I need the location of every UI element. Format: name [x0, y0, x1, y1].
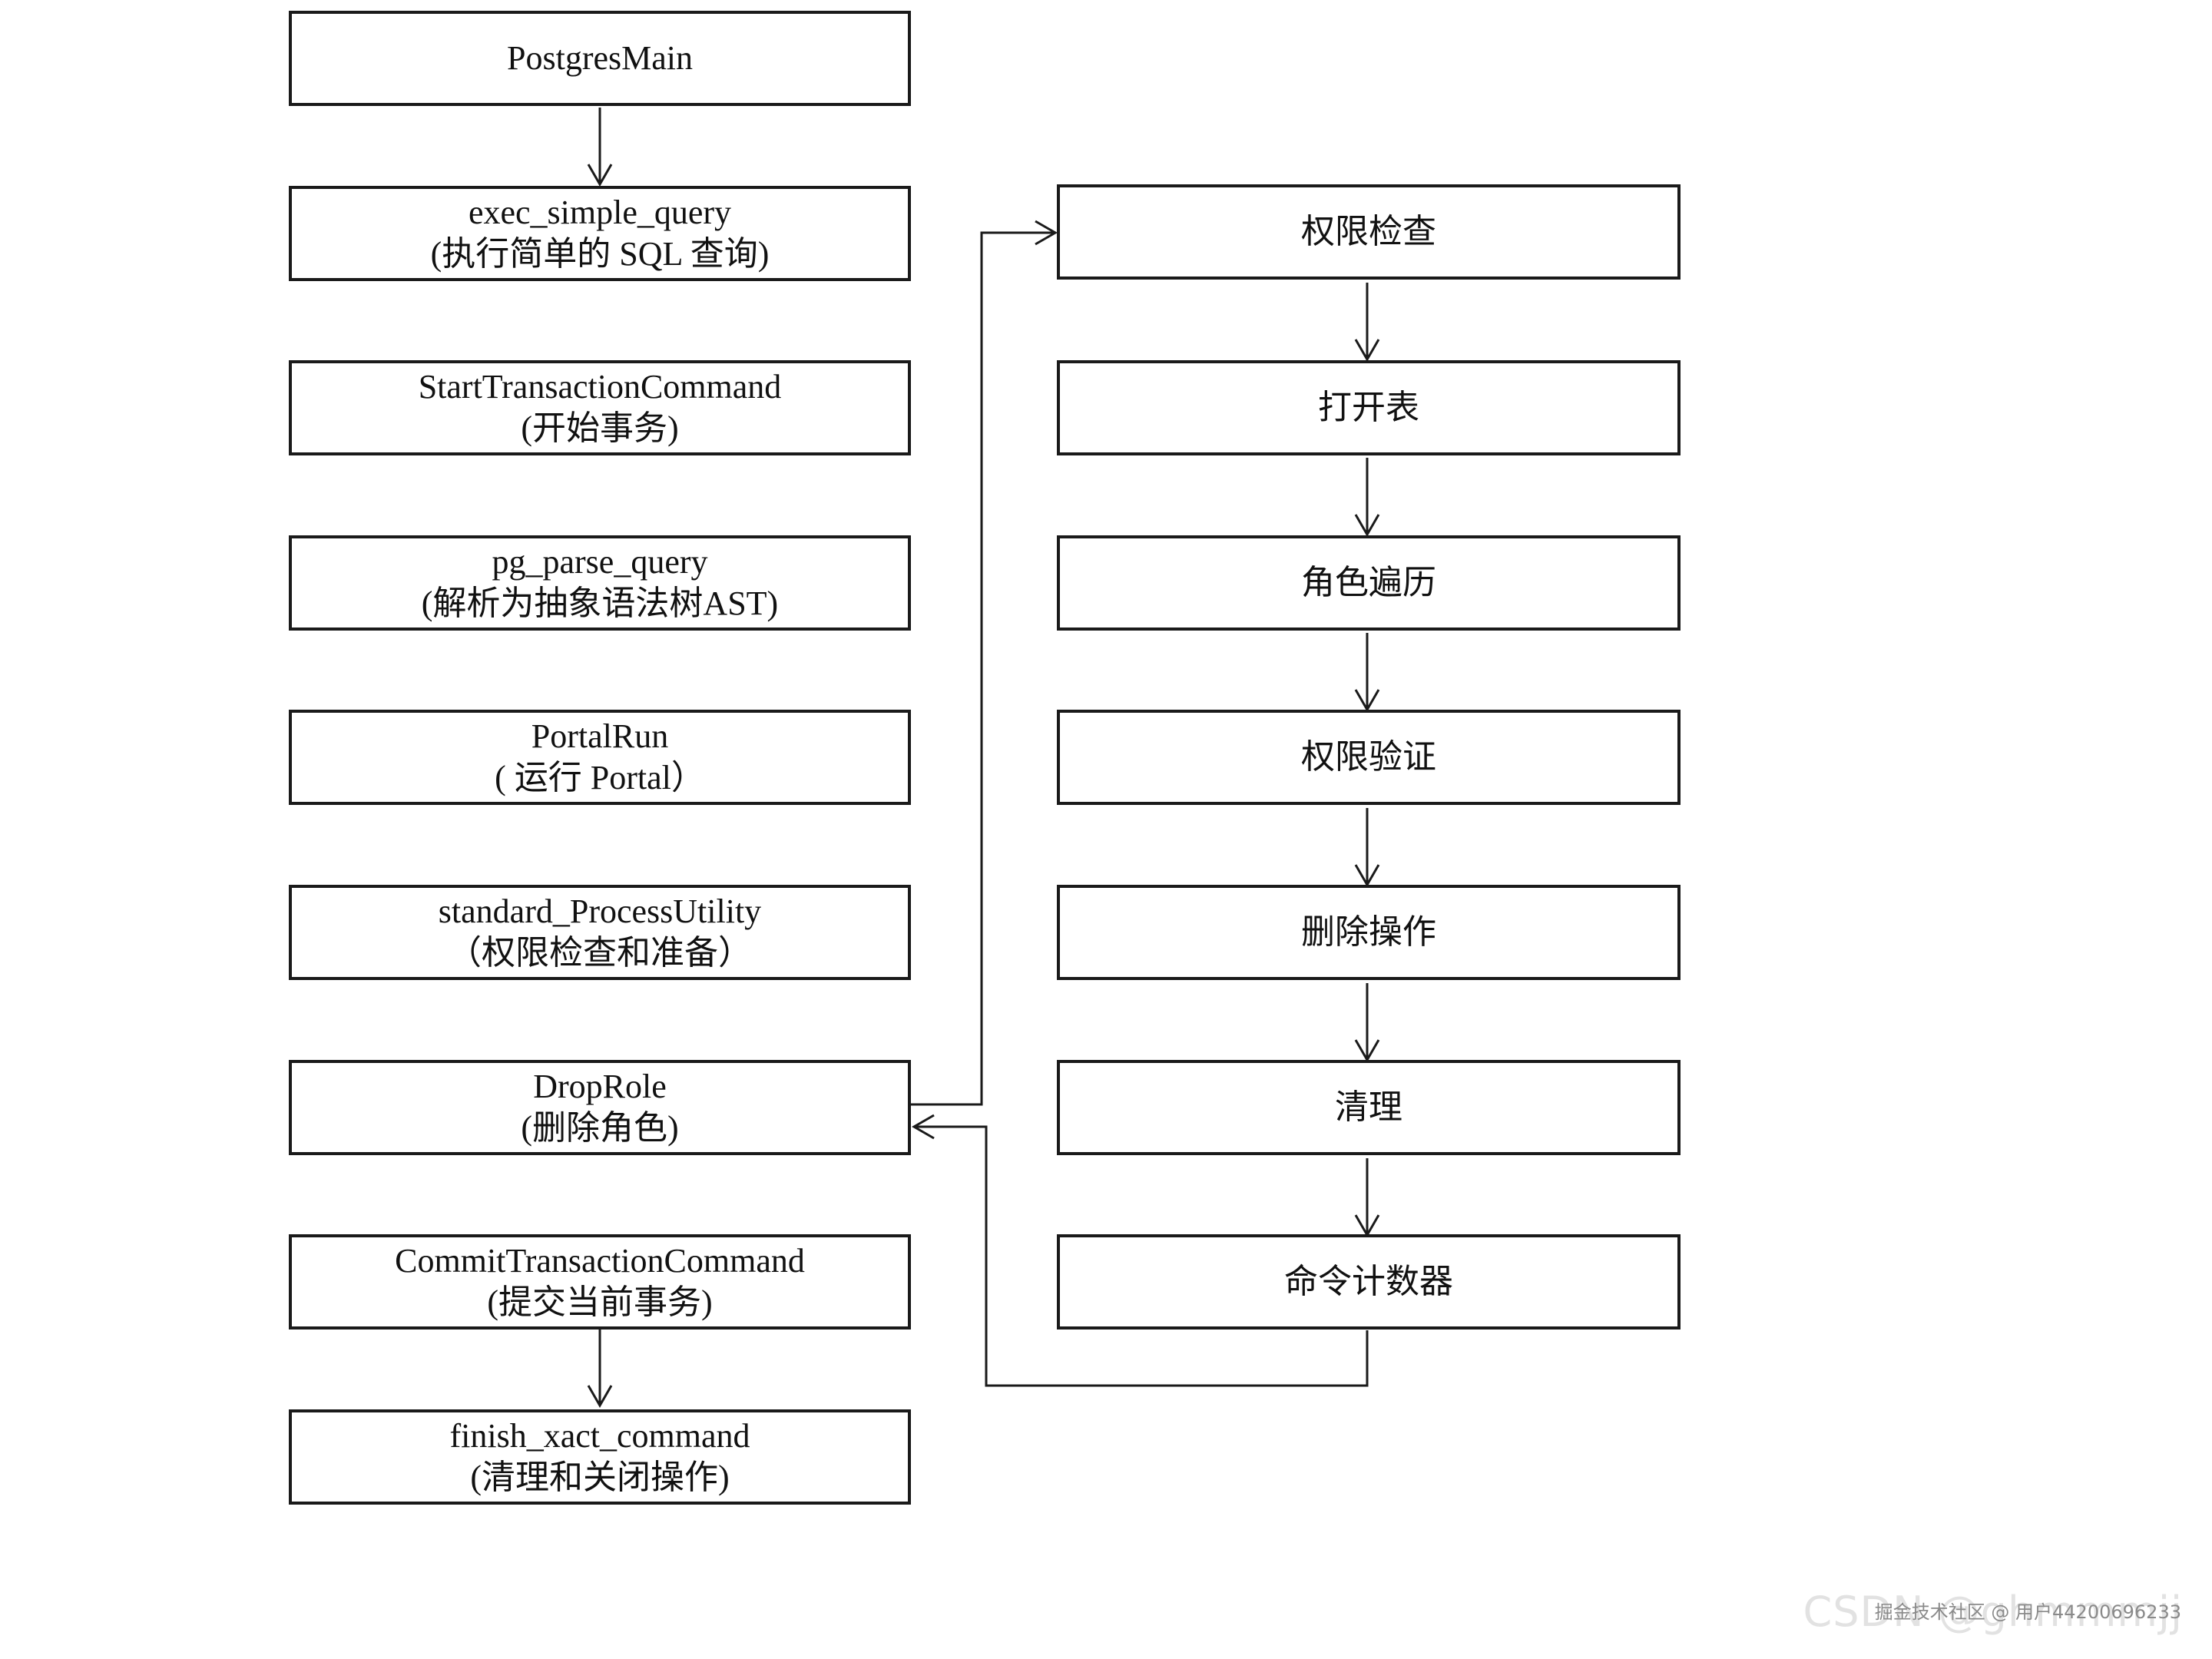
- box-title: 角色遍历: [1301, 564, 1436, 602]
- box-subtitle: (开始事务): [521, 409, 679, 447]
- box-subtitle: （权限检查和准备）: [448, 934, 752, 972]
- arrow-delete-to-cleanup: [1354, 983, 1380, 1063]
- box-title: 命令计数器: [1284, 1263, 1453, 1301]
- box-title: 打开表: [1318, 389, 1419, 427]
- command-counter-box: 命令计数器: [1057, 1234, 1681, 1330]
- watermark-juejin: 掘金技术社区 @ 用户44200696233: [1874, 1601, 2181, 1623]
- arrow-cleanup-to-command-counter: [1354, 1158, 1380, 1238]
- box-subtitle: ( 运行 Portal）: [495, 759, 705, 796]
- box-title: standard_ProcessUtility: [438, 892, 762, 931]
- box-title: finish_xact_command: [449, 1417, 750, 1455]
- box-title: pg_parse_query: [492, 543, 708, 581]
- box-title: exec_simple_query: [468, 194, 732, 232]
- box-title: 权限验证: [1301, 738, 1436, 777]
- arrow-open-table-to-role-traversal: [1354, 458, 1380, 538]
- exec-simple-query-box: exec_simple_query (执行简单的 SQL 查询): [289, 186, 911, 281]
- arrow-commit-to-finish: [587, 1327, 613, 1409]
- postgres-main-box: PostgresMain: [289, 11, 911, 106]
- arrow-droprole-to-permission-check: [911, 220, 1058, 1106]
- box-subtitle: (清理和关闭操作): [470, 1459, 730, 1496]
- box-subtitle: (解析为抽象语法树AST): [421, 584, 779, 622]
- box-title: 删除操作: [1301, 913, 1436, 952]
- box-subtitle: (执行简单的 SQL 查询): [430, 235, 770, 273]
- arrow-permission-check-to-open-table: [1354, 283, 1380, 363]
- box-title: DropRole: [533, 1068, 667, 1106]
- permission-verify-box: 权限验证: [1057, 710, 1681, 805]
- open-table-box: 打开表: [1057, 360, 1681, 455]
- box-title: 清理: [1335, 1088, 1402, 1127]
- box-title: PostgresMain: [507, 39, 693, 78]
- portal-run-box: PortalRun ( 运行 Portal）: [289, 710, 911, 805]
- arrow-role-traversal-to-permission-verify: [1354, 633, 1380, 713]
- finish-xact-command-box: finish_xact_command (清理和关闭操作): [289, 1409, 911, 1505]
- role-traversal-box: 角色遍历: [1057, 535, 1681, 631]
- box-subtitle: (提交当前事务): [487, 1283, 713, 1321]
- box-title: PortalRun: [531, 717, 669, 756]
- box-subtitle: (删除角色): [521, 1109, 679, 1147]
- commit-transaction-command-box: CommitTransactionCommand (提交当前事务): [289, 1234, 911, 1330]
- pg-parse-query-box: pg_parse_query (解析为抽象语法树AST): [289, 535, 911, 631]
- start-transaction-command-box: StartTransactionCommand (开始事务): [289, 360, 911, 455]
- box-title: CommitTransactionCommand: [395, 1242, 805, 1280]
- box-title: 权限检查: [1301, 213, 1436, 251]
- arrow-main-to-exec: [587, 108, 613, 187]
- delete-operation-box: 删除操作: [1057, 885, 1681, 980]
- standard-process-utility-box: standard_ProcessUtility （权限检查和准备）: [289, 885, 911, 980]
- permission-check-box: 权限检查: [1057, 184, 1681, 280]
- box-title: StartTransactionCommand: [418, 368, 782, 406]
- arrow-permission-verify-to-delete: [1354, 808, 1380, 888]
- cleanup-box: 清理: [1057, 1060, 1681, 1155]
- drop-role-box: DropRole (删除角色): [289, 1060, 911, 1155]
